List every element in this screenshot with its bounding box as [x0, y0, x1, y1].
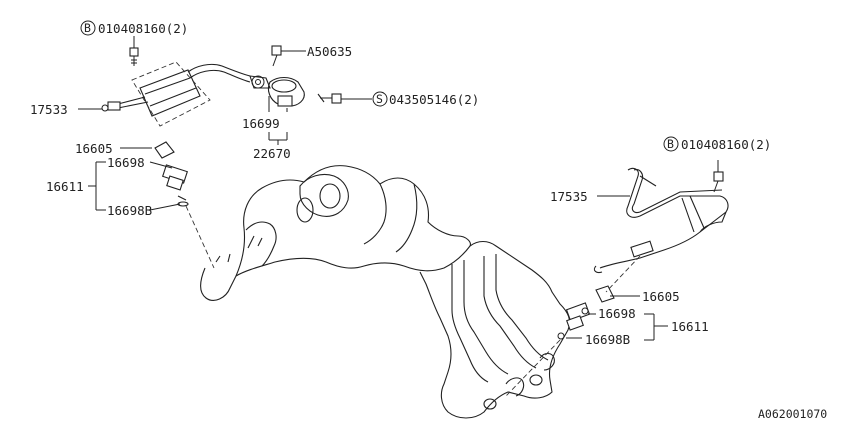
diagram-id: A062001070 [758, 407, 827, 421]
b-symbol: B [84, 21, 91, 35]
b-symbol-circle-right [663, 136, 679, 152]
fuel-pipe-right [593, 167, 729, 274]
b-symbol-circle [80, 20, 96, 36]
part-number-16699: 16699 [242, 116, 280, 131]
part-number-16698-left: 16698 [107, 155, 145, 170]
callout-b-left: B 010408160(2) [80, 20, 188, 36]
s-symbol-circle [372, 91, 388, 107]
part-number-010408160-right: 010408160(2) [681, 137, 771, 152]
part-number-16605-right: 16605 [642, 289, 680, 304]
part-number-16605-left: 16605 [75, 141, 113, 156]
part-number-043505146: 043505146(2) [389, 92, 479, 107]
injector-left [154, 141, 215, 269]
intake-manifold [200, 165, 571, 419]
part-number-16611-left: 16611 [46, 179, 84, 194]
part-number-010408160-left: 010408160(2) [98, 21, 188, 36]
part-number-22670: 22670 [253, 146, 291, 161]
part-number-16698-right: 16698 [598, 306, 636, 321]
callout-s: S 043505146(2) [372, 91, 479, 107]
part-number-17533: 17533 [30, 102, 68, 117]
bolt-a50635 [271, 45, 306, 67]
callout-b-right: B 010408160(2) [663, 136, 771, 152]
part-number-16698b-left: 16698B [107, 203, 152, 218]
s-symbol: S [376, 92, 383, 106]
part-number-16698b-right: 16698B [585, 332, 630, 347]
leader-lines [78, 96, 668, 341]
pressure-regulator [249, 75, 305, 107]
part-number-a50635: A50635 [307, 44, 352, 59]
injector-right [505, 255, 641, 397]
screw-s [317, 93, 372, 104]
bolt-left-top [129, 36, 139, 66]
b-symbol-right: B [667, 137, 674, 151]
bolt-right-top [713, 160, 724, 193]
fuel-rail-left [101, 61, 251, 127]
part-number-16611-right: 16611 [671, 319, 709, 334]
part-number-17535: 17535 [550, 189, 588, 204]
